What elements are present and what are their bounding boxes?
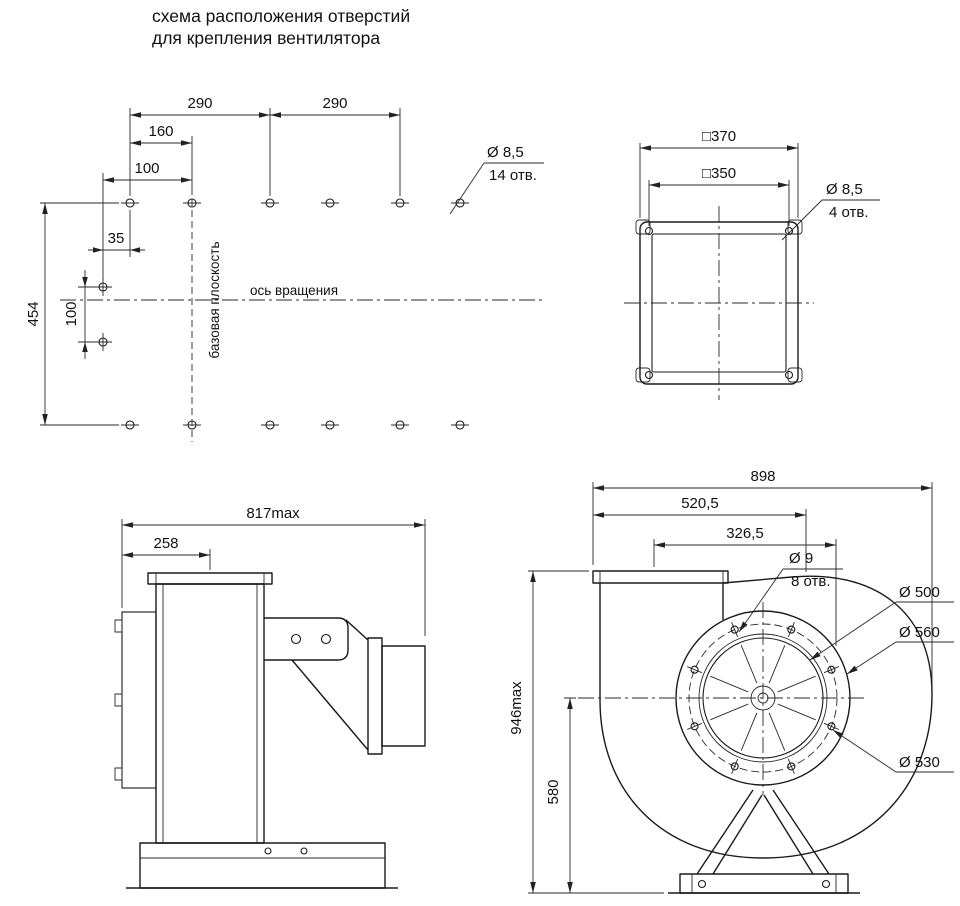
base-plane-label: базовая плоскость	[207, 241, 222, 358]
corner-tab	[787, 367, 803, 383]
flange-holes	[644, 226, 794, 380]
outlet-flange	[367, 637, 383, 755]
base-hole	[264, 847, 272, 855]
holes-dia-label: Ø 8,5	[487, 144, 524, 161]
scroll-edge-lines	[291, 619, 369, 751]
base-hole	[821, 879, 831, 889]
base-hole	[697, 879, 707, 889]
dim-290-right-label: 290	[322, 95, 347, 112]
leader-line	[809, 601, 897, 661]
dim-290-left-label: 290	[187, 95, 212, 112]
front-view: 898 520,5 326,5 Ø 9 8 отв. Ø 500 Ø 560 Ø…	[508, 468, 954, 894]
inlet-flange-lips	[599, 571, 724, 583]
hole-layout-view: 290 290 160 100 35 454 100 Ø 8,5 14 отв.…	[25, 95, 545, 442]
dim-258-label: 258	[153, 535, 178, 552]
dimension-arrow	[93, 247, 103, 253]
inlet-flange	[147, 572, 273, 585]
dim-454-label: 454	[25, 301, 42, 326]
support-bracket	[264, 617, 349, 661]
leader-line	[846, 641, 897, 675]
extension-lines	[121, 519, 426, 636]
rotation-axis-label: ось вращения	[250, 283, 338, 298]
dim-326-label: 326,5	[726, 525, 764, 542]
dim-160-label: 160	[148, 123, 173, 140]
inlet-flange	[592, 570, 729, 584]
dim-370-label: □370	[702, 128, 736, 145]
side-plate-tabs	[114, 619, 123, 781]
drawing-title-line1: схема расположения отверстий	[152, 6, 410, 26]
dim-946-label: 946max	[508, 681, 525, 735]
dim-898-label: 898	[750, 468, 775, 485]
outlet-duct	[381, 645, 426, 747]
bolt-holes	[690, 625, 836, 771]
flange-holes-count-label: 4 отв.	[829, 204, 869, 221]
pedestal-legs	[696, 789, 830, 875]
extension-lines	[40, 108, 401, 426]
dia-500-label: Ø 500	[899, 584, 940, 601]
base-bend-lines	[691, 874, 837, 893]
dim-35-label: 35	[108, 230, 125, 247]
bolt-hole-marks	[687, 622, 839, 774]
extension-lines	[528, 482, 933, 894]
leader-line	[449, 162, 485, 215]
front-holes-count-label: 8 отв.	[791, 573, 831, 590]
dim-580-label: 580	[545, 779, 562, 804]
bracket-hole	[290, 633, 302, 645]
holes-count-label: 14 отв.	[489, 167, 537, 184]
front-holes-dia-label: Ø 9	[789, 550, 813, 567]
hole-center-marks	[94, 202, 469, 426]
housing-body	[155, 583, 265, 844]
dim-100-side-label: 100	[63, 301, 80, 326]
mounting-holes	[98, 198, 465, 430]
dia-530-label: Ø 530	[899, 754, 940, 771]
leader-line	[832, 729, 897, 773]
dim-100-top-label: 100	[134, 160, 159, 177]
base-hole	[300, 847, 308, 855]
scroll-outline	[599, 575, 933, 859]
extension-lines	[639, 143, 799, 226]
dimension-arrow	[82, 342, 88, 352]
bracket-hole	[320, 633, 332, 645]
dimension-arrow	[82, 277, 88, 287]
inlet-flange-lips	[155, 573, 265, 584]
drawing-title-line2: для крепления вентилятора	[152, 28, 380, 48]
leader-line	[781, 199, 823, 241]
corner-tab	[635, 367, 651, 383]
dim-520-label: 520,5	[681, 495, 719, 512]
dia-560-label: Ø 560	[899, 624, 940, 641]
flange-view: □370 □350 Ø 8,5 4 отв.	[624, 128, 880, 400]
side-view: 817max 258	[114, 505, 426, 889]
dim-350-label: □350	[702, 165, 736, 182]
dimension-arrow	[130, 247, 140, 253]
side-plate	[121, 611, 157, 789]
leader-line	[738, 568, 784, 633]
dim-817-label: 817max	[246, 505, 300, 522]
housing-walls	[162, 584, 258, 843]
base-frame	[139, 842, 386, 889]
impeller-blades	[710, 645, 816, 751]
flange-holes-dia-label: Ø 8,5	[826, 181, 863, 198]
